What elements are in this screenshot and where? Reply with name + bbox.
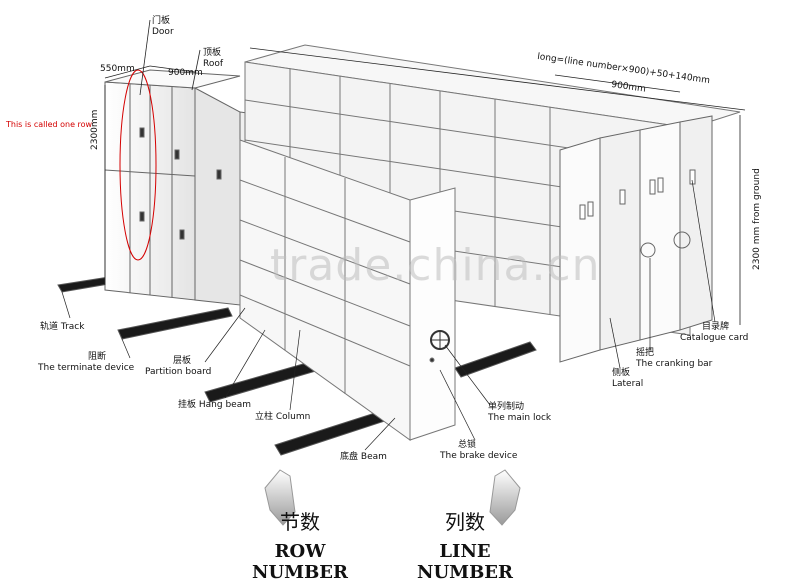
label-column: 立柱 Column [255, 412, 311, 422]
row-arrow [264, 469, 296, 526]
dim-height-ground: 2300 mm from ground [752, 168, 762, 270]
row-number-label: 节数 ROW NUMBER [252, 510, 348, 583]
dim-width: 900mm [168, 68, 203, 78]
mobile-shelving-illustration [57, 19, 746, 526]
label-track: 轨道 Track [40, 322, 85, 332]
one-row-annotation: This is called one row [6, 120, 93, 129]
dim-depth: 550mm [100, 64, 135, 74]
watermark: trade.china.cn [270, 240, 601, 291]
diagram-canvas: trade.china.cn This is called one row 55… [6, 16, 762, 583]
one-row-highlight [119, 69, 157, 261]
label-chassis-beam: 底盘 Beam [340, 452, 387, 462]
dimension-lines [104, 19, 746, 325]
leader-lines [61, 179, 716, 451]
bottom-arrows [264, 469, 521, 526]
line-arrow [489, 469, 521, 526]
track-rail [117, 307, 233, 340]
line-number-label: 列数 LINE NUMBER [417, 510, 513, 583]
lateral-panels [559, 115, 713, 363]
label-hang-beam: 挂板 Hang beam [178, 400, 251, 410]
dim-height: 2300mm [90, 109, 100, 150]
track-rail [454, 341, 537, 378]
